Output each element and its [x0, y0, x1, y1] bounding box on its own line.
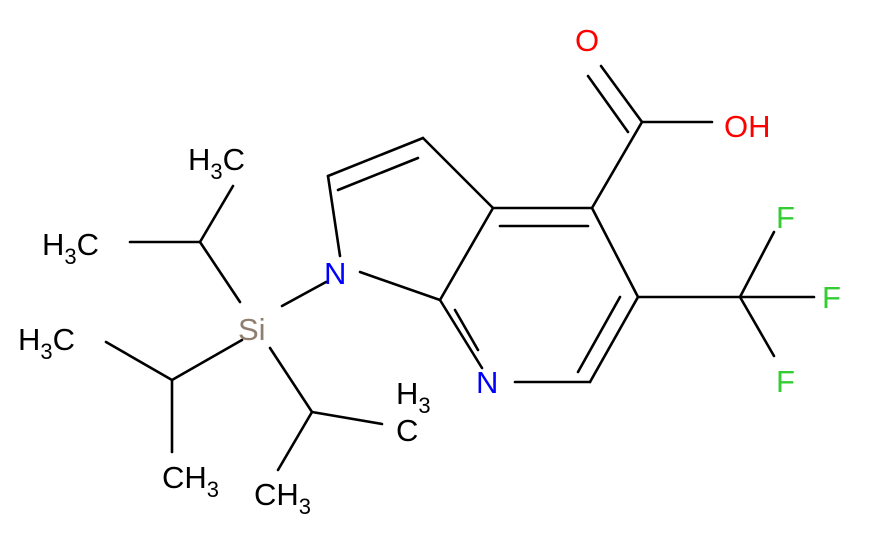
atom-carbonyl-o: O [575, 23, 599, 58]
bond-cf3-f-bottom [738, 295, 776, 358]
methyl-label-right-c: C [396, 413, 418, 448]
methyl-label-bottom-right: CH3 [254, 477, 311, 519]
atom-silicon: Si [238, 312, 266, 347]
bond-c3a-c7a [438, 206, 495, 302]
bond-c2-c3-inner [336, 156, 420, 192]
bond-c-o-double-a [599, 64, 644, 124]
methyl-label-right-h3: H3 [396, 376, 431, 418]
bond-c3-c3a [421, 136, 495, 210]
atom-n-pyrrole: N [324, 256, 346, 291]
methyl-label-bottom-left: CH3 [162, 460, 219, 502]
methyl-label-left: H3C [18, 322, 75, 364]
atom-f-bottom: F [776, 364, 795, 399]
bond-n7-c7a [438, 298, 484, 370]
bond-si-ch-upper [198, 240, 242, 304]
bond-c5-c6-inner [576, 295, 622, 374]
bond-ch-ch3-lower-b [276, 410, 314, 472]
bond-c4-cooh [590, 120, 644, 210]
atom-hydroxyl: OH [724, 109, 771, 144]
bonds [104, 64, 816, 472]
bond-ch-ch3-upper-a [198, 184, 235, 244]
bond-c-o-double-b [586, 74, 630, 134]
bond-c5-c6 [588, 295, 640, 384]
atom-f-mid: F [822, 280, 841, 315]
methyl-label-upper-left: H3C [42, 227, 99, 269]
atom-n-pyridine: N [476, 365, 498, 400]
bond-n7-c7a-inner [453, 308, 480, 352]
bond-si-ch-lower [268, 346, 314, 414]
bond-si-ch-left [170, 338, 244, 382]
bond-c4-c5 [590, 206, 640, 299]
bond-n1-c2 [326, 174, 342, 258]
atom-f-top: F [776, 200, 795, 235]
bond-n1-si [280, 280, 328, 308]
bond-cf3-f-top [738, 230, 776, 299]
bond-ch-ch3-lower-a [310, 410, 384, 426]
bond-c2-c3 [326, 136, 425, 178]
bond-c7a-n1 [358, 270, 442, 302]
bond-ch-ch3-left-a [104, 340, 174, 382]
methyl-label-top: H3C [188, 142, 245, 184]
